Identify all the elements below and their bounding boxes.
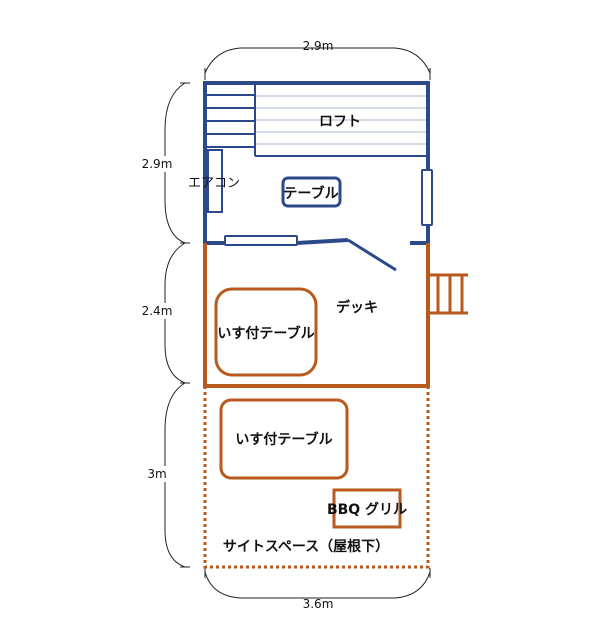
ladder: [205, 94, 255, 148]
dimension-top-label: 2.9m: [303, 39, 334, 53]
site-space: いす付テーブル BBQ グリル サイトスペース（屋根下）: [203, 386, 430, 569]
bbq-grill: [332, 488, 402, 529]
loft-label: ロフト: [319, 114, 361, 130]
table: [281, 176, 342, 208]
deck-label: デッキ: [336, 299, 378, 316]
dimension-left: 2.9m 2.4m 3m: [138, 82, 190, 568]
dimension-room-height: 2.9m: [142, 157, 173, 171]
deck-table: [214, 287, 318, 377]
dimension-top: 2.9m: [204, 39, 431, 80]
deck-table-label: いす付テーブル: [217, 325, 314, 342]
room-walls: [203, 81, 430, 243]
aircon-unit: [207, 149, 223, 213]
deck-steps: [428, 273, 468, 315]
dimension-bottom-label: 3.6m: [303, 597, 334, 611]
site-space-label: サイトスペース（屋根下）: [223, 538, 389, 555]
deck: デッキ いす付テーブル: [203, 243, 468, 388]
dimension-deck-height: 2.4m: [142, 304, 173, 318]
site-space-boundary: [203, 386, 430, 569]
dimension-space-height: 3m: [147, 467, 166, 481]
table-label: テーブル: [283, 185, 338, 202]
space-table-label: いす付テーブル: [235, 431, 332, 448]
loft-lines: [255, 95, 427, 145]
door: [347, 238, 397, 272]
space-table: [219, 398, 349, 480]
dimension-bottom: 3.6m: [204, 568, 431, 611]
aircon-label: エアコン: [188, 176, 240, 191]
bbq-grill-label: BBQ グリル: [327, 501, 407, 518]
window-right: [421, 169, 433, 226]
room: エアコン ロフト テーブル: [188, 81, 433, 272]
window-bottom: [224, 235, 298, 246]
